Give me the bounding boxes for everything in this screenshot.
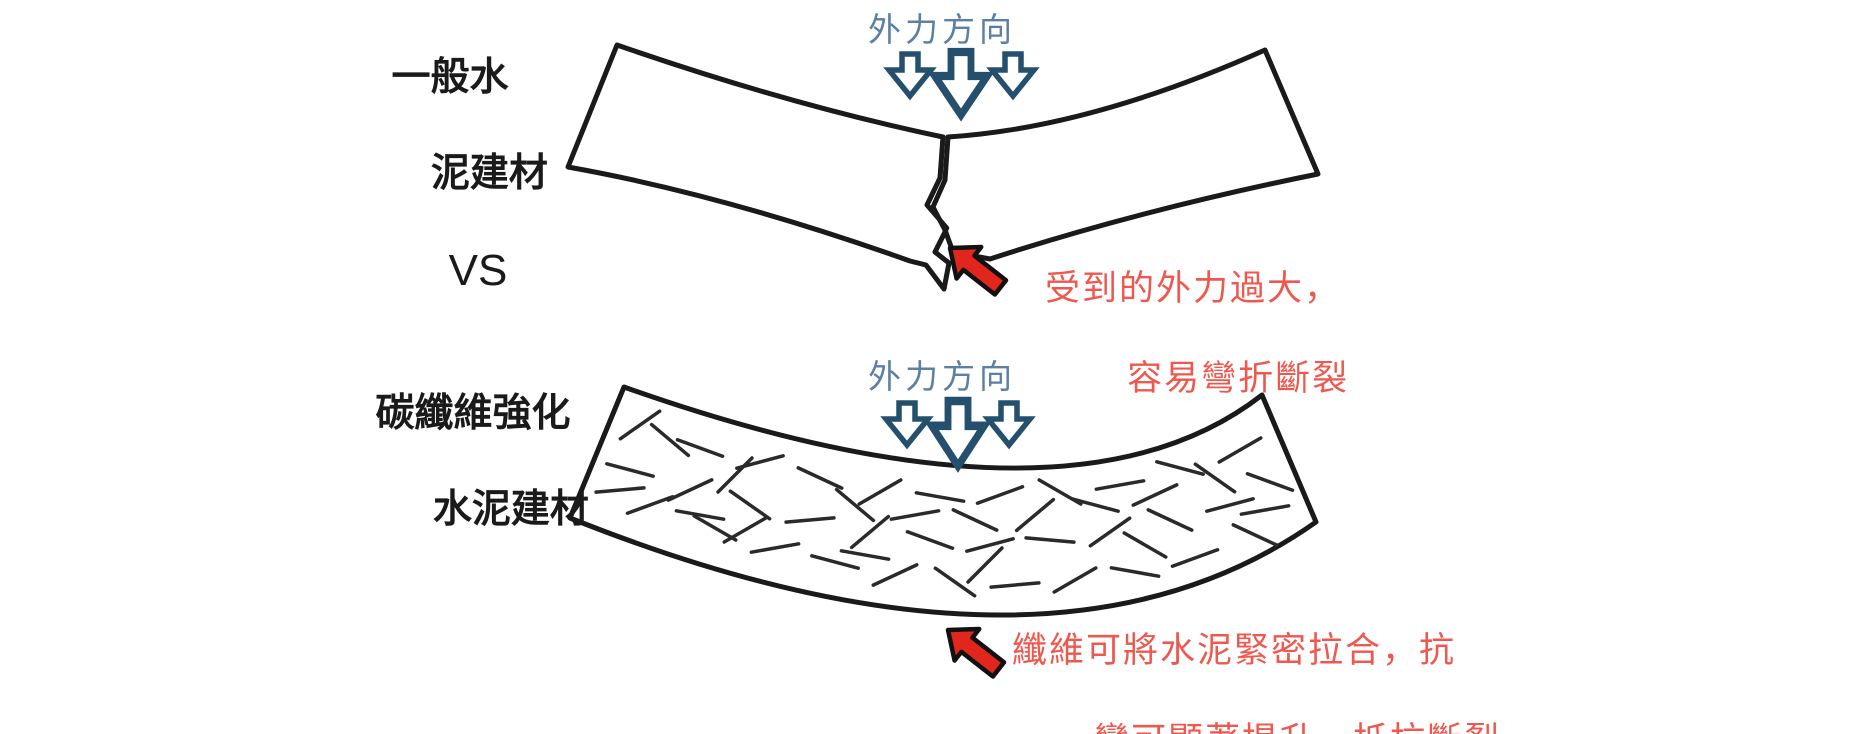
fiber-line bbox=[728, 489, 772, 521]
fiber-line bbox=[1239, 504, 1291, 516]
fiber-line bbox=[594, 486, 646, 494]
fiber-line bbox=[1205, 497, 1255, 513]
fiber-line bbox=[692, 514, 738, 542]
caption-fiber-line1: 纖維可將水泥緊密拉合，抗 bbox=[1012, 631, 1457, 670]
fiber-line bbox=[834, 487, 876, 523]
fiber-line bbox=[675, 438, 725, 458]
fiber-line bbox=[722, 516, 768, 544]
fiber-line bbox=[905, 530, 955, 550]
fiber-line bbox=[871, 563, 919, 587]
fiber-line bbox=[625, 495, 675, 515]
force-direction-label-top: 外力方向 bbox=[868, 11, 1016, 48]
fiber-line bbox=[1131, 483, 1179, 507]
fiber-line bbox=[933, 566, 977, 598]
fiber-line bbox=[1094, 479, 1146, 491]
fiber-line bbox=[914, 491, 966, 503]
fiber-line bbox=[1193, 462, 1237, 494]
fiber-line bbox=[1014, 497, 1056, 533]
fiber-line bbox=[1070, 497, 1120, 513]
fiber-line bbox=[1155, 460, 1205, 476]
bottom-material-label: 碳纖維強化 水泥建材 bbox=[343, 390, 603, 534]
fiber-line bbox=[1245, 472, 1295, 492]
fiber-line bbox=[1170, 548, 1220, 568]
fiber-line bbox=[1122, 531, 1168, 559]
fiber-line bbox=[1052, 566, 1098, 594]
force-down-arrow-icon-top bbox=[889, 54, 931, 96]
fiber-line bbox=[649, 422, 691, 458]
fiber-line bbox=[857, 478, 903, 506]
force-down-arrow-icon-bottom bbox=[988, 403, 1030, 445]
force-down-arrow-icon-bottom bbox=[932, 401, 985, 466]
fiber-line bbox=[618, 409, 662, 441]
fiber-line bbox=[796, 466, 844, 490]
fiber-line bbox=[1146, 508, 1194, 532]
force-direction-label-bottom: 外力方向 bbox=[868, 358, 1016, 395]
fiber-line bbox=[1217, 436, 1263, 464]
crack-pointer-arrow-icon bbox=[947, 244, 1009, 297]
top-material-line2: 泥建材 bbox=[430, 152, 548, 195]
force-down-arrow-icon-top bbox=[992, 54, 1034, 96]
fiber-line bbox=[889, 509, 941, 521]
fiber-line bbox=[749, 542, 801, 554]
top-material-line1: 一般水 bbox=[391, 56, 509, 99]
fiber-pointer-arrow-icon bbox=[945, 626, 1007, 679]
carbon-fiber-pattern bbox=[594, 409, 1295, 598]
fiber-line bbox=[1231, 523, 1279, 547]
fiber-line bbox=[966, 546, 1004, 584]
fiber-line bbox=[810, 554, 860, 570]
fiber-line bbox=[674, 509, 726, 521]
crack-line bbox=[924, 134, 952, 292]
fiber-line bbox=[605, 462, 655, 478]
fiber-line bbox=[716, 456, 754, 494]
fiber-line bbox=[839, 549, 891, 561]
force-down-arrow-icon-top bbox=[935, 52, 988, 115]
caption-fiber: 纖維可將水泥緊密拉合，抗 彎可顯著提升，抵抗斷裂 bbox=[1012, 628, 1501, 734]
bottom-material-line2: 水泥建材 bbox=[432, 488, 589, 531]
force-down-arrow-icon-bottom bbox=[886, 403, 928, 445]
fiber-line bbox=[1088, 516, 1132, 548]
caption-crack: 受到的外力過大， 容易彎折斷裂 bbox=[1045, 266, 1349, 401]
bottom-material-line1: 碳纖維強化 bbox=[375, 392, 571, 435]
bottom-beam bbox=[567, 384, 1319, 618]
fiber-line bbox=[784, 516, 836, 524]
fiber-line bbox=[951, 508, 999, 532]
top-material-label: 一般水 泥建材 bbox=[355, 54, 548, 198]
fiber-line bbox=[965, 537, 1015, 553]
fiber-line bbox=[975, 485, 1025, 505]
top-beam-right-half bbox=[930, 47, 1321, 262]
fiber-line bbox=[666, 478, 714, 502]
caption-fiber-line2: 彎可顯著提升，抵抗斷裂 bbox=[1094, 721, 1501, 734]
caption-crack-line2: 容易彎折斷裂 bbox=[1127, 359, 1350, 398]
caption-crack-line1: 受到的外力過大， bbox=[1045, 269, 1342, 308]
fiber-line bbox=[1109, 566, 1161, 578]
top-beam-left-half bbox=[565, 42, 952, 292]
versus-label: VS bbox=[448, 246, 508, 295]
fiber-line bbox=[849, 514, 891, 550]
fiber-line bbox=[1024, 536, 1076, 544]
fiber-line bbox=[989, 581, 1041, 589]
